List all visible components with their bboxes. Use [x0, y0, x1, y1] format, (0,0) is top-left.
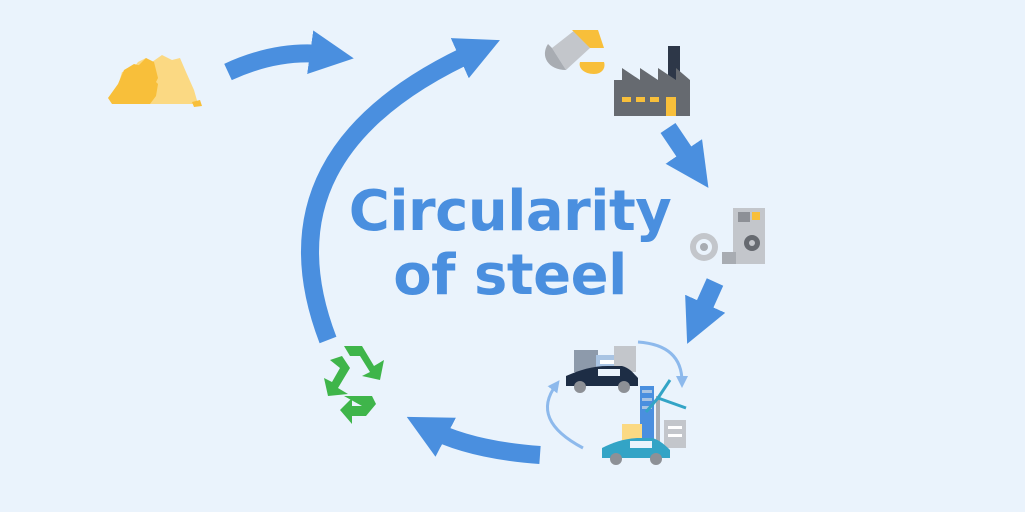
- recycle-icon: [324, 346, 384, 424]
- title-line-1: Circularity: [348, 179, 672, 244]
- arrow-factory-to-rolling: [660, 122, 709, 188]
- arrow-rolling-to-products: [685, 278, 726, 344]
- rolling-mill-icon: [690, 208, 765, 264]
- ladle-pouring-icon: [544, 30, 605, 74]
- title-line-2: of steel: [393, 243, 627, 308]
- arrow-ore-to-furnace: [224, 30, 354, 81]
- arrow-products-to-recycle: [406, 416, 541, 464]
- iron-ore-icon: [108, 55, 202, 107]
- diagram-title: Circularity of steel: [340, 180, 680, 308]
- steel-products-icon: [546, 340, 688, 465]
- steel-factory-icon: [614, 46, 690, 116]
- arrow-recycle-to-furnace: [301, 38, 500, 344]
